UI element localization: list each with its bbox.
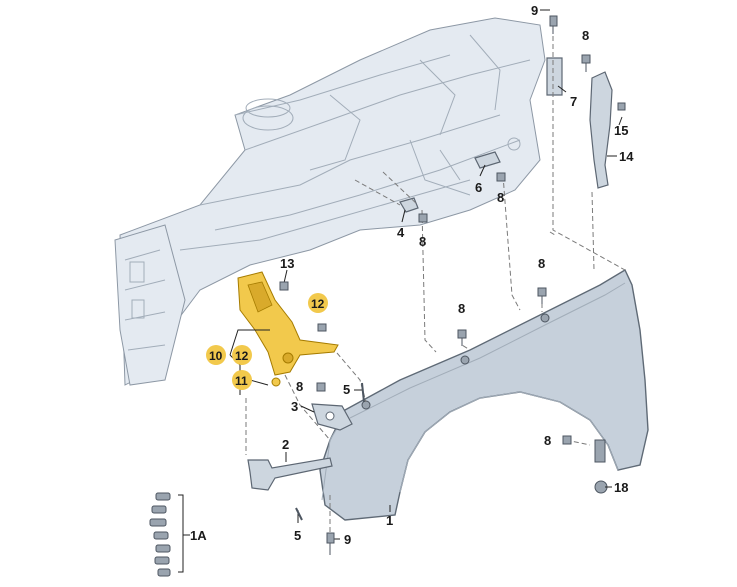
small-parts [149, 57, 613, 577]
screw-8-part4 [418, 213, 428, 223]
screws [279, 15, 626, 555]
callout-8-part4: 8 [419, 234, 426, 249]
callout-12-left: 12 [235, 349, 249, 363]
callout-13: 13 [280, 256, 294, 271]
callout-8-right: 8 [538, 256, 545, 271]
callout-18: 18 [614, 480, 628, 495]
callout-8-part6: 8 [497, 190, 504, 205]
callout-2: 2 [282, 437, 289, 452]
callout-12-top: 12 [311, 297, 325, 311]
screw-8-top [581, 54, 591, 72]
screw-8-part6 [496, 172, 506, 182]
support-bracket-highlighted [237, 271, 339, 387]
screw-set-1a [149, 492, 171, 577]
screw-15 [617, 102, 626, 111]
screw-5-lower [295, 507, 303, 521]
screw-8-left [316, 382, 326, 392]
callout-6: 6 [475, 180, 482, 195]
callout-8-mid: 8 [458, 301, 465, 316]
screw-8-right [537, 287, 547, 304]
screw-9-top [549, 15, 558, 34]
screw-13 [279, 281, 289, 291]
callout-1: 1 [386, 513, 393, 528]
callout-labels: 1 1A 2 3 4 5 5 6 7 8 8 8 8 8 8 8 9 9 13 … [190, 3, 634, 547]
screw-8-lower [562, 435, 572, 445]
callout-8-lower: 8 [544, 433, 551, 448]
callout-3: 3 [291, 399, 298, 414]
highlight-callouts [206, 293, 328, 390]
callout-5-upper: 5 [343, 382, 350, 397]
callout-7: 7 [570, 94, 577, 109]
callout-9-bottom: 9 [344, 532, 351, 547]
callout-9-top: 9 [531, 3, 538, 18]
callout-10: 10 [209, 349, 223, 363]
screw-9-bottom [326, 532, 335, 555]
screw-5-upper [361, 382, 365, 403]
callout-14: 14 [619, 149, 634, 164]
callout-11: 11 [235, 374, 248, 388]
vehicle-body-structure [114, 17, 546, 386]
callout-4: 4 [397, 225, 405, 240]
callout-8-top: 8 [582, 28, 589, 43]
screw-8-mid [457, 329, 467, 346]
callout-1a: 1A [190, 528, 207, 543]
screw-12-top [317, 323, 327, 332]
callout-15: 15 [614, 123, 628, 138]
fender-panel [319, 269, 649, 521]
callout-5-lower: 5 [294, 528, 301, 543]
callout-8-left: 8 [296, 379, 303, 394]
